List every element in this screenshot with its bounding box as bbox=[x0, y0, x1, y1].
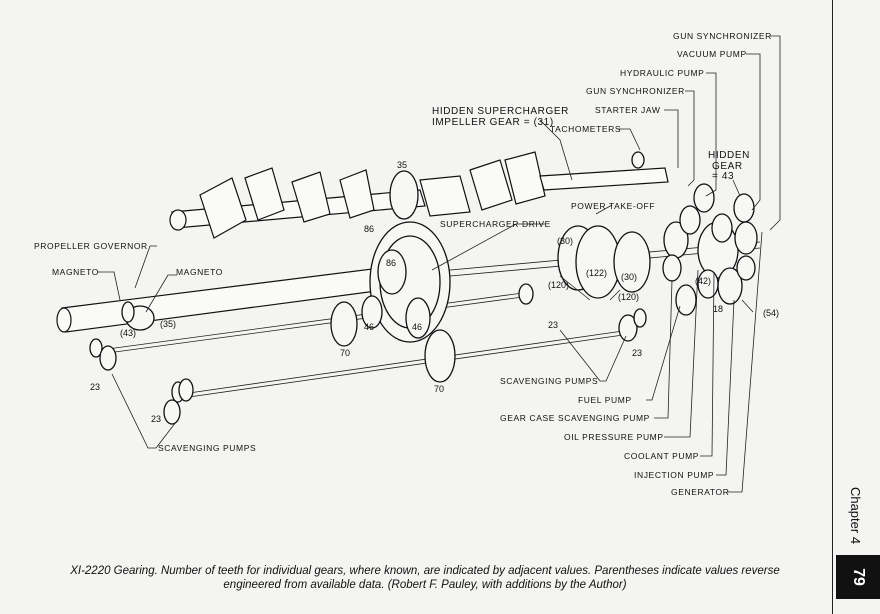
label-magneto-right: MAGNETO bbox=[176, 267, 223, 277]
label-hidden: HIDDEN bbox=[708, 150, 750, 161]
value-43: (43) bbox=[120, 328, 136, 338]
label-coolant-pump: COOLANT PUMP bbox=[624, 451, 699, 461]
part-labels: GUN SYNCHRONIZER VACUUM PUMP HYDRAULIC P… bbox=[34, 31, 772, 497]
gear-23-left bbox=[99, 345, 117, 371]
gear-42 bbox=[697, 269, 719, 299]
value-35-top: 35 bbox=[397, 160, 407, 170]
gear-23-mid bbox=[518, 283, 534, 305]
label-gun-synchronizer-top: GUN SYNCHRONIZER bbox=[673, 31, 772, 41]
value-18: 18 bbox=[713, 304, 723, 314]
gear-43 bbox=[121, 301, 135, 323]
label-hydraulic-pump: HYDRAULIC PUMP bbox=[620, 68, 704, 78]
value-46-a: 46 bbox=[364, 322, 374, 332]
value-42: (42) bbox=[695, 276, 711, 286]
label-oil-pressure-pump: OIL PRESSURE PUMP bbox=[564, 432, 664, 442]
gear-23-lower bbox=[163, 399, 181, 425]
gear-86-inner bbox=[377, 249, 407, 295]
value-86-inner: 86 bbox=[386, 258, 396, 268]
value-46-b: 46 bbox=[412, 322, 422, 332]
chapter-text: Chapter 4 bbox=[848, 486, 864, 544]
label-gear: GEAR bbox=[712, 161, 743, 172]
value-54: (54) bbox=[763, 308, 779, 318]
gear-aux-6 bbox=[734, 221, 758, 255]
value-35-magneto: (35) bbox=[160, 319, 176, 329]
page-number-box: 79 bbox=[836, 555, 880, 599]
label-injection-pump: INJECTION PUMP bbox=[634, 470, 714, 480]
gear-scav-left-1 bbox=[89, 338, 103, 358]
gear-46-a bbox=[361, 295, 383, 329]
label-starter-jaw: STARTER JAW bbox=[595, 105, 660, 115]
gear-aux-5 bbox=[711, 213, 733, 243]
label-scavenging-pumps-bottom: SCAVENGING PUMPS bbox=[158, 443, 256, 453]
value-120-a: (120) bbox=[548, 280, 569, 290]
label-scavenging-pumps-mid: SCAVENGING PUMPS bbox=[500, 376, 598, 386]
label-impeller-gear: IMPELLER GEAR = (31) bbox=[432, 117, 554, 128]
gear-scav-right bbox=[633, 308, 647, 328]
value-70-bottom: 70 bbox=[434, 384, 444, 394]
caption-line-1: XI-2220 Gearing. Number of teeth for ind… bbox=[70, 565, 780, 577]
label-gear-case-scavenging-pump: GEAR CASE SCAVENGING PUMP bbox=[500, 413, 650, 423]
gear-30-b bbox=[613, 231, 651, 293]
accessory-shafts bbox=[99, 291, 631, 400]
page-sidebar bbox=[832, 0, 880, 614]
gear-aux-7 bbox=[675, 284, 697, 316]
value-23-mid: 23 bbox=[548, 320, 558, 330]
value-122: (122) bbox=[586, 268, 607, 278]
chapter-label: Chapter 4 bbox=[836, 480, 876, 550]
label-magneto-left: MAGNETO bbox=[52, 267, 99, 277]
gear-aux-2 bbox=[679, 205, 701, 235]
caption-line-2: engineered from available data. (Robert … bbox=[223, 579, 627, 591]
gear-aux-8 bbox=[662, 254, 682, 282]
value-23-left: 23 bbox=[90, 382, 100, 392]
label-vacuum-pump: VACUUM PUMP bbox=[677, 49, 747, 59]
leader-lines bbox=[98, 35, 781, 493]
label-fuel-pump: FUEL PUMP bbox=[578, 395, 632, 405]
value-30-b: (30) bbox=[621, 272, 637, 282]
label-propeller-governor: PROPELLER GOVERNOR bbox=[34, 241, 148, 251]
gear-aux-9 bbox=[736, 255, 756, 281]
value-120-b: (120) bbox=[618, 292, 639, 302]
label-tachometers: TACHOMETERS bbox=[550, 124, 621, 134]
gear-35-top bbox=[389, 170, 419, 220]
label-gun-synchronizer-mid: GUN SYNCHRONIZER bbox=[586, 86, 685, 96]
label-hidden-supercharger: HIDDEN SUPERCHARGER bbox=[432, 106, 569, 117]
gear-aux-3 bbox=[693, 183, 715, 213]
tachometer-gear bbox=[631, 151, 645, 169]
figure-caption: XI-2220 Gearing. Number of teeth for ind… bbox=[30, 564, 820, 592]
crankshaft bbox=[169, 151, 669, 239]
gear-23-right bbox=[618, 314, 638, 342]
label-power-take-off: POWER TAKE-OFF bbox=[571, 201, 655, 211]
gear-46-b bbox=[405, 297, 431, 339]
value-86-left: 86 bbox=[364, 224, 374, 234]
gear-hidden-43 bbox=[733, 193, 755, 223]
label-gear-43: = 43 bbox=[712, 171, 734, 182]
label-supercharger-drive: SUPERCHARGER DRIVE bbox=[440, 219, 551, 229]
gear-70-bottom bbox=[424, 329, 456, 383]
value-30-a: (30) bbox=[557, 236, 573, 246]
gear-scav-left-3 bbox=[178, 378, 194, 402]
page-number: 79 bbox=[849, 568, 867, 586]
value-23-lower: 23 bbox=[151, 414, 161, 424]
label-generator: GENERATOR bbox=[671, 487, 729, 497]
value-23-right: 23 bbox=[632, 348, 642, 358]
gear-values: 35 86 86 (35) (43) 46 46 70 70 23 23 23 … bbox=[90, 160, 779, 424]
value-70-left: 70 bbox=[340, 348, 350, 358]
gears bbox=[89, 151, 758, 425]
gear-70-left bbox=[330, 301, 358, 347]
